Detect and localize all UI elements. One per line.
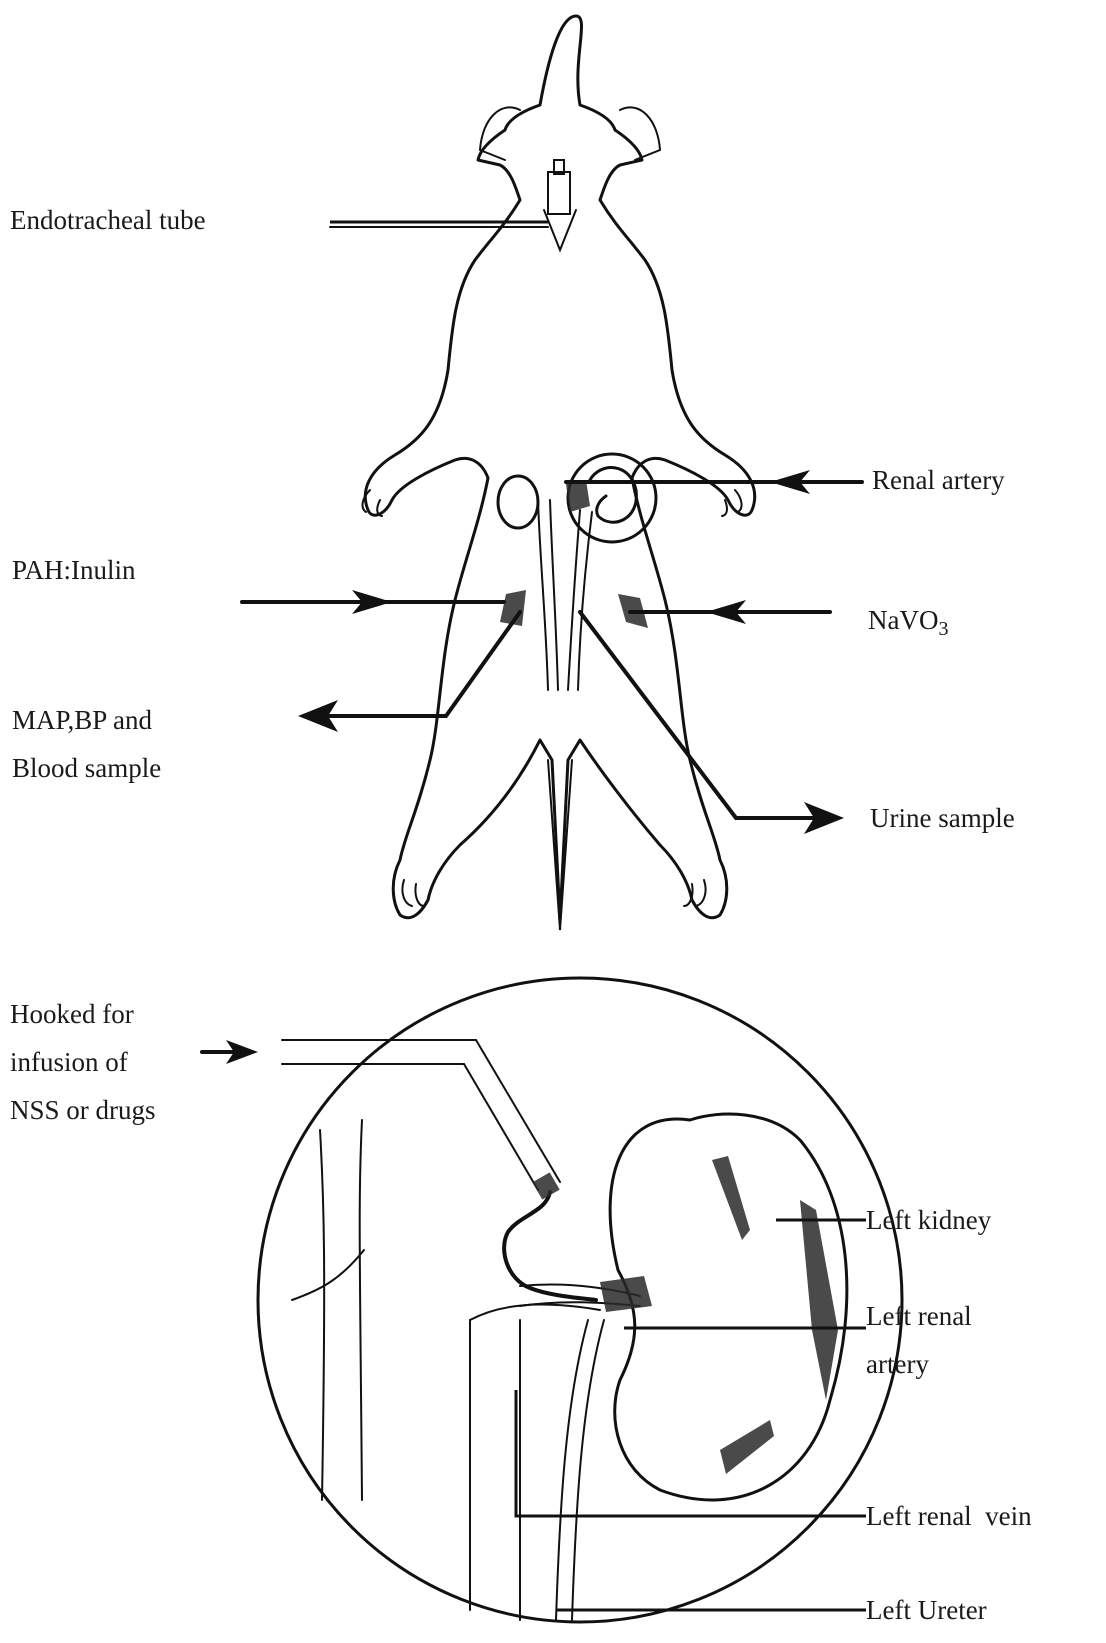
rat-right-kidney (498, 476, 538, 528)
renal-hilum-shading (566, 480, 590, 512)
label-left-renal-vein: Left renal vein (866, 1492, 1032, 1540)
magnified-branch-vessel (292, 1250, 364, 1300)
magnified-cava-top (470, 1305, 600, 1320)
label-renal-artery: Renal artery (872, 456, 1005, 504)
rat-illustration (363, 16, 755, 930)
rat-left-hindpaw (402, 880, 424, 906)
kidney-shading-lower (720, 1420, 774, 1474)
label-navo3-text: NaVO (868, 605, 938, 635)
label-hooked-line3: NSS or drugs (10, 1086, 210, 1134)
kidney-shading-upper (712, 1156, 750, 1240)
vena-cava-vessel (550, 500, 558, 690)
neck-incision (544, 210, 576, 250)
label-navo3-subscript: 3 (938, 618, 948, 640)
label-pah-inulin: PAH:Inulin (12, 546, 136, 594)
label-urine-sample: Urine sample (870, 794, 1015, 842)
label-left-renal-artery-line1: Left renal (866, 1292, 1066, 1340)
rat-left-kidney (590, 468, 636, 523)
label-left-ureter: Left Ureter (866, 1586, 987, 1634)
leader-urine-sample (580, 612, 820, 818)
magnified-aorta-wall-right (360, 1120, 362, 1500)
label-navo3: NaVO3 (868, 596, 948, 653)
label-left-renal-artery-line2: artery (866, 1340, 1066, 1388)
label-left-renal-artery: Left renal artery (866, 1292, 1066, 1388)
label-hooked-infusion: Hooked for infusion of NSS or drugs (10, 990, 210, 1134)
label-map-bp-blood-sample: MAP,BP and Blood sample (12, 696, 252, 792)
label-hooked-line2: infusion of (10, 1038, 210, 1086)
label-left-kidney: Left kidney (866, 1196, 991, 1244)
right-ureter-vessel (578, 512, 592, 690)
label-map-bp-line2: Blood sample (12, 744, 252, 792)
aorta-vessel (538, 500, 548, 690)
cannula-tube-bend-outer (476, 1040, 560, 1182)
magnified-aorta-wall-left (320, 1130, 324, 1500)
kidney-shading-edge (800, 1200, 838, 1400)
label-hooked-line1: Hooked for (10, 990, 210, 1038)
label-map-bp-line1: MAP,BP and (12, 696, 252, 744)
endotracheal-tube-device (548, 172, 570, 214)
rat-body-outline (365, 16, 754, 920)
magnified-ureter-left (556, 1320, 588, 1620)
magnified-inset (202, 978, 902, 1622)
label-endotracheal-tube: Endotracheal tube (10, 196, 206, 244)
hilum-shading-magnified (600, 1276, 652, 1312)
leader-map-bp (320, 612, 520, 716)
